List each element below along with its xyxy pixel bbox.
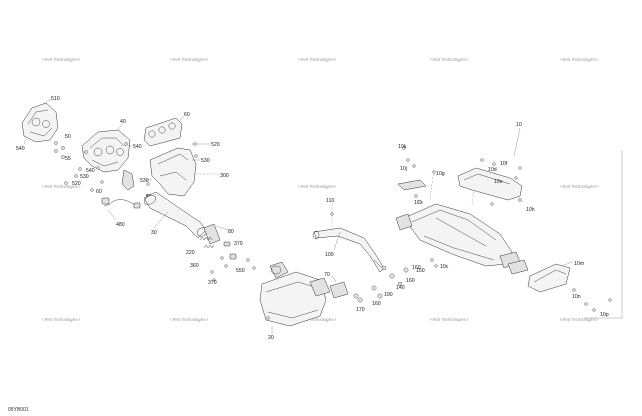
tail-pipe: 100 110	[312, 198, 387, 273]
callout-20: 20	[268, 335, 274, 341]
callout-300: 300	[220, 173, 229, 179]
callout-530b: 530	[140, 178, 149, 184]
callout-540b: 540	[133, 144, 142, 150]
callout-50: 50	[65, 134, 71, 140]
callout-170: 170	[356, 307, 365, 313]
callout-360: 360	[190, 263, 199, 269]
watermark: <Red Technologies>	[298, 184, 337, 189]
manifold-heat-shield: 510 540	[16, 96, 60, 152]
callout-160: 160	[372, 301, 381, 307]
callout-10c: 10c	[440, 264, 449, 270]
callout-530: 530	[201, 158, 210, 164]
callout-10m: 10m	[574, 261, 584, 267]
tip-shield: 10m	[527, 261, 584, 293]
callout-10f: 10f	[500, 161, 508, 167]
callout-370b: 370	[208, 280, 217, 286]
callout-10p: 10p	[600, 312, 609, 318]
callout-550: 550	[236, 268, 245, 274]
callout-10k: 10k	[398, 144, 407, 150]
callout-520: 520	[211, 142, 220, 148]
callout-110: 110	[326, 198, 334, 204]
callout-220: 220	[186, 250, 195, 256]
exhaust-manifold: 40 540	[81, 119, 142, 191]
callout-30: 30	[151, 230, 157, 236]
callout-60b: 60	[96, 189, 102, 195]
mount-hardware: 370 550 370	[208, 241, 256, 286]
callout-10d: 10d	[488, 167, 497, 173]
callout-80: 80	[228, 229, 234, 235]
watermark: <Red Technologies>	[430, 317, 469, 322]
shield-screws: 50 55	[54, 134, 71, 162]
left-hardware: 540 530 520 60	[64, 166, 104, 195]
callout-10e: 10e	[494, 179, 503, 185]
watermark: <Red Technologies>	[298, 57, 337, 62]
callout-160b: 160	[412, 265, 421, 271]
callout-10h: 10h	[414, 200, 423, 206]
front-pipe: 30	[143, 191, 207, 239]
heat-shield: 300 520 530 530 520	[140, 142, 229, 200]
callout-10h-right: 10h	[526, 207, 535, 213]
callout-10: 10	[516, 122, 522, 128]
callout-520c: 520	[72, 181, 81, 187]
rear-mount: 10c	[430, 258, 449, 270]
callout-480: 480	[116, 222, 125, 228]
callout-510: 510	[51, 96, 60, 102]
callout-140: 140	[396, 285, 405, 291]
callout-100: 100	[325, 252, 334, 258]
rear-bracket: 10k 10j 10g 10h	[397, 144, 445, 206]
callout-10n: 10n	[572, 294, 581, 300]
watermark: <Red Technologies>	[430, 57, 469, 62]
callout-70: 70	[324, 272, 330, 278]
pipe-clamp: 80 220 360	[186, 223, 234, 269]
callout-540: 540	[16, 146, 25, 152]
callout-55: 55	[65, 156, 71, 162]
watermark: <Red Technologies>	[170, 317, 209, 322]
callout-160c: 160	[406, 278, 415, 284]
oxygen-sensor: 480	[101, 197, 141, 228]
callout-370: 370	[234, 241, 243, 247]
watermark: <Red Technologies>	[298, 317, 337, 322]
callout-40: 40	[120, 119, 126, 125]
muffler-bracket: 70	[324, 272, 359, 299]
watermark: <Red Technologies>	[42, 184, 81, 189]
watermark: <Red Technologies>	[170, 57, 209, 62]
watermark: <Red Technologies>	[560, 317, 599, 322]
watermarks: <Red Technologies> <Red Technologies> <R…	[42, 57, 599, 322]
watermark: <Red Technologies>	[560, 57, 599, 62]
front-muffler: 20	[259, 261, 331, 341]
tailpipe-hardware: 190 170 160 140 160 160 150	[356, 265, 425, 313]
callout-10g: 10g	[436, 171, 445, 177]
manifold-gasket: 60	[143, 112, 190, 147]
callout-10j: 10j	[400, 166, 407, 172]
callout-190: 190	[384, 292, 393, 298]
callout-540c: 540	[86, 168, 95, 174]
callout-150: 150	[416, 268, 425, 274]
tip-hardware: 10n 10p	[572, 288, 612, 318]
watermark: <Red Technologies>	[560, 184, 599, 189]
watermark: <Red Technologies>	[42, 317, 81, 322]
rear-heat-shield: 10f 10d 10e 10h	[457, 158, 535, 213]
callout-530c: 530	[80, 174, 89, 180]
drawing-code: 05YB001	[8, 407, 29, 413]
callout-60: 60	[184, 112, 190, 118]
watermark: <Red Technologies>	[42, 57, 81, 62]
rear-muffler: 10	[395, 122, 529, 275]
